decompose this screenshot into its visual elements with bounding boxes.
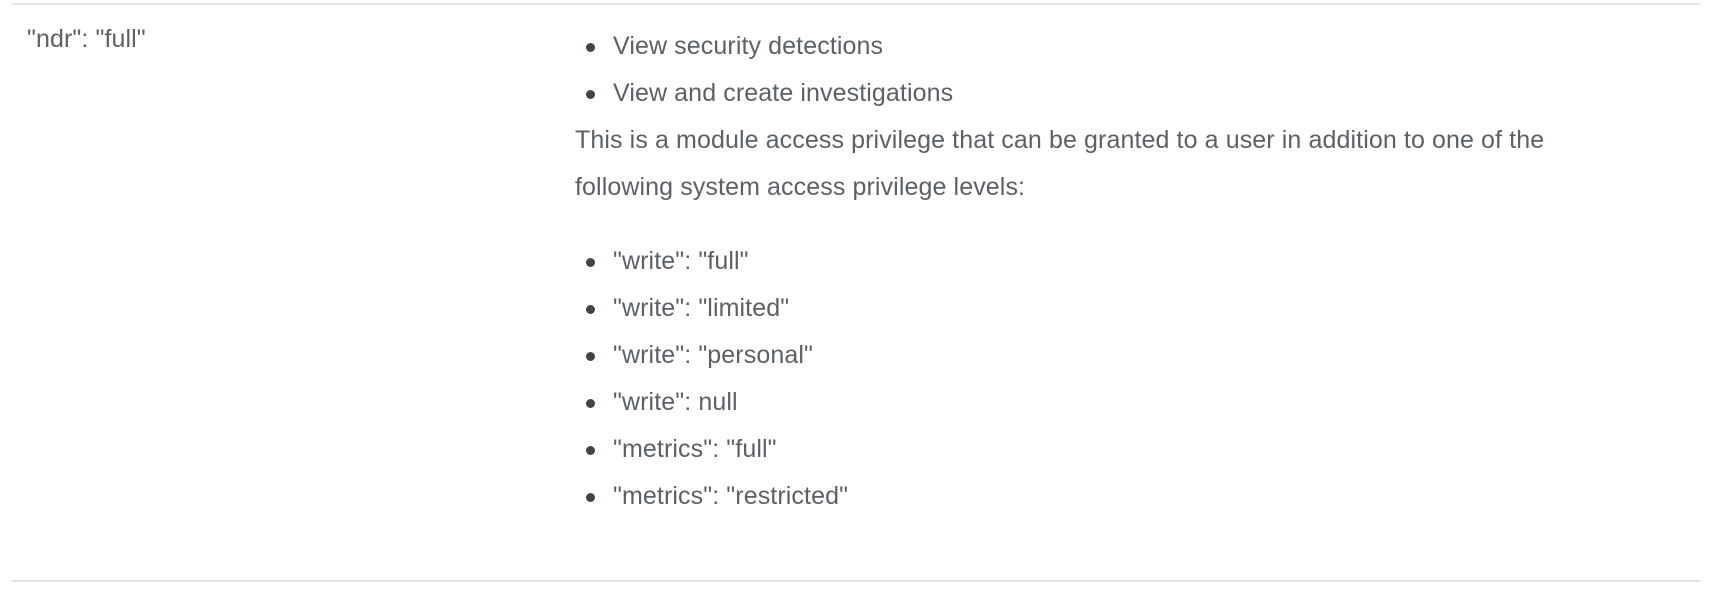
- capabilities-list: View security detections View and create…: [526, 23, 1691, 117]
- capability-label: View security detections: [613, 32, 884, 60]
- privilege-level-label: "write": "full": [613, 247, 749, 275]
- list-item: "metrics": "restricted": [526, 473, 1691, 520]
- privilege-level-label: "metrics": "full": [613, 435, 777, 463]
- privilege-levels-list: "write": "full" "write": "limited" "writ…: [526, 238, 1691, 520]
- capability-label: View and create investigations: [613, 79, 954, 107]
- table-cell-privilege-key: "ndr": "full": [0, 5, 526, 74]
- table-row: "ndr": "full" View security detections V…: [0, 5, 1711, 540]
- list-item: "write": "full": [526, 238, 1691, 285]
- list-item: View security detections: [526, 23, 1691, 70]
- table-row-top-divider: [12, 3, 1700, 5]
- list-item: "write": null: [526, 379, 1691, 426]
- privilege-level-label: "write": "limited": [613, 294, 790, 322]
- list-item: "write": "personal": [526, 332, 1691, 379]
- list-item: "write": "limited": [526, 285, 1691, 332]
- table-row-bottom-divider: [12, 580, 1700, 582]
- list-item: View and create investigations: [526, 70, 1691, 117]
- privilege-level-label: "write": "personal": [613, 341, 813, 369]
- privilege-level-label: "write": null: [613, 388, 738, 416]
- privilege-description-paragraph: This is a module access privilege that c…: [575, 126, 1545, 201]
- list-spacer: [526, 211, 1691, 238]
- list-item: "metrics": "full": [526, 426, 1691, 473]
- table-cell-privilege-description: View security detections View and create…: [526, 5, 1711, 540]
- privilege-level-label: "metrics": "restricted": [613, 482, 849, 510]
- privilege-key-text: "ndr": "full": [27, 25, 146, 53]
